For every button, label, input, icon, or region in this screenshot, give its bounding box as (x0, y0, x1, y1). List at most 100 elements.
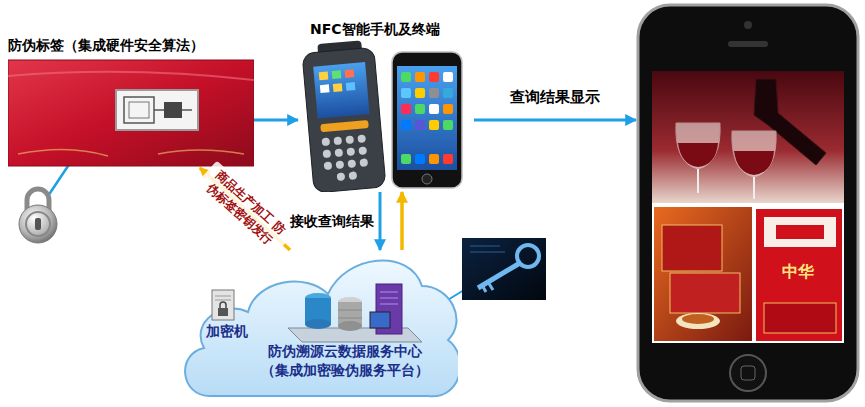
handheld-scanner (301, 39, 386, 192)
drawing-rect (320, 84, 330, 93)
drawing-rect (429, 88, 439, 98)
drawing-rect (429, 104, 439, 114)
drawing-rect (415, 72, 425, 82)
drawing-circle (359, 158, 368, 167)
drawing-rect (319, 71, 329, 80)
flow-arrow (379, 192, 382, 250)
drawing-circle (19, 205, 57, 243)
drawing-rect (776, 225, 824, 239)
drawing-path (734, 151, 774, 175)
drawing-rect (333, 83, 343, 92)
drawing-rect (764, 303, 836, 333)
drawing-circle (323, 149, 332, 158)
drawing-path (158, 150, 244, 154)
drawing-rect (8, 60, 254, 166)
drawing-rect (415, 154, 425, 164)
drawing-path (18, 149, 108, 156)
drawing-ellipse (338, 321, 362, 331)
drawing-circle (26, 212, 50, 236)
drawing-rect (370, 312, 390, 328)
drawing-line (488, 282, 493, 290)
flow-arrow (400, 192, 404, 250)
drawing-line (697, 169, 699, 193)
drawing-line (215, 296, 231, 297)
drawing-rect (401, 88, 411, 98)
drawing-rect (397, 66, 457, 170)
drawing-rect (346, 82, 356, 91)
drawing-circle (345, 135, 354, 144)
drawing-line (470, 252, 505, 253)
drawing-line (478, 263, 520, 288)
drawing-rect (320, 120, 369, 132)
drawing-circle (346, 147, 355, 156)
drawing-path (678, 143, 718, 167)
drawing-rect (313, 62, 369, 118)
drawing-line (470, 246, 500, 247)
drawing-path (676, 123, 720, 169)
drawing-rect (638, 5, 858, 401)
drawing-rect (129, 102, 149, 118)
phone-box: 中华 (636, 3, 860, 403)
drawing-rect (401, 104, 411, 114)
drawing-rect (741, 366, 755, 380)
drawing-rect (415, 120, 425, 130)
drawing-rect (652, 71, 844, 203)
drawing-circle (744, 21, 752, 29)
drawing-rect (654, 207, 752, 341)
drawing-rect (116, 90, 198, 130)
drawing-rect (345, 69, 355, 78)
drawing-rect (401, 120, 411, 130)
drawing-circle (333, 136, 342, 145)
drawing-g (401, 72, 453, 164)
drawing-rect (662, 225, 722, 271)
node-text: NFC智能手机及终端 (310, 20, 440, 39)
drawing-rect (728, 41, 768, 47)
drawing-rect (124, 97, 154, 123)
terminal-box: NFC智能手机及终端 (298, 20, 474, 192)
drawing-line (380, 298, 398, 299)
drawing-circle (422, 174, 432, 184)
key-picture (462, 238, 546, 300)
drawing-ellipse (305, 319, 331, 329)
drawing-path (220, 302, 226, 308)
node-text: 中华 (782, 261, 814, 283)
drawing-rect (443, 88, 453, 98)
tag-picture (8, 36, 254, 168)
drawing-circle (357, 134, 366, 143)
node-text: 加密机 (206, 322, 248, 341)
drawing-circle (358, 146, 367, 155)
drawing-circle (730, 355, 766, 391)
drawing-rect (443, 72, 453, 82)
drawing-path (8, 72, 254, 80)
drawing-rect (415, 104, 425, 114)
terminal-picture (298, 20, 474, 192)
edge-label: 商品生产加工 防伪标签密钥发行 (195, 161, 296, 257)
drawing-rect (401, 154, 411, 164)
drawing-rect (164, 102, 182, 118)
edge-label: 查询结果显示 (510, 88, 600, 108)
drawing-line (753, 177, 755, 199)
drawing-rect (429, 120, 439, 130)
smartphone-small (392, 52, 462, 188)
drawing-circle (334, 148, 343, 157)
drawing-ellipse (682, 314, 714, 324)
big-phone-picture (636, 3, 860, 403)
server-group (288, 284, 422, 342)
node-text: 防伪溯源云数据服务中心（集成加密验伪服务平台） (258, 342, 432, 380)
drawing-circle (349, 171, 358, 180)
node-text: 防伪标签（集成硬件安全算法） (8, 36, 204, 55)
drawing-rect (429, 72, 439, 82)
drawing-rect (443, 104, 453, 114)
drawing-rect (212, 290, 234, 320)
encryptor-icon (210, 288, 236, 322)
tag-box: 防伪标签（集成硬件安全算法） (8, 36, 254, 168)
drawing-rect (756, 209, 842, 341)
drawing-rect (443, 120, 453, 130)
drawing-path (732, 131, 776, 177)
drawing-circle (336, 160, 345, 169)
flow-arrow (200, 168, 290, 250)
drawing-rect (429, 154, 439, 164)
drawing-ellipse (676, 313, 720, 329)
drawing-line (154, 109, 164, 111)
